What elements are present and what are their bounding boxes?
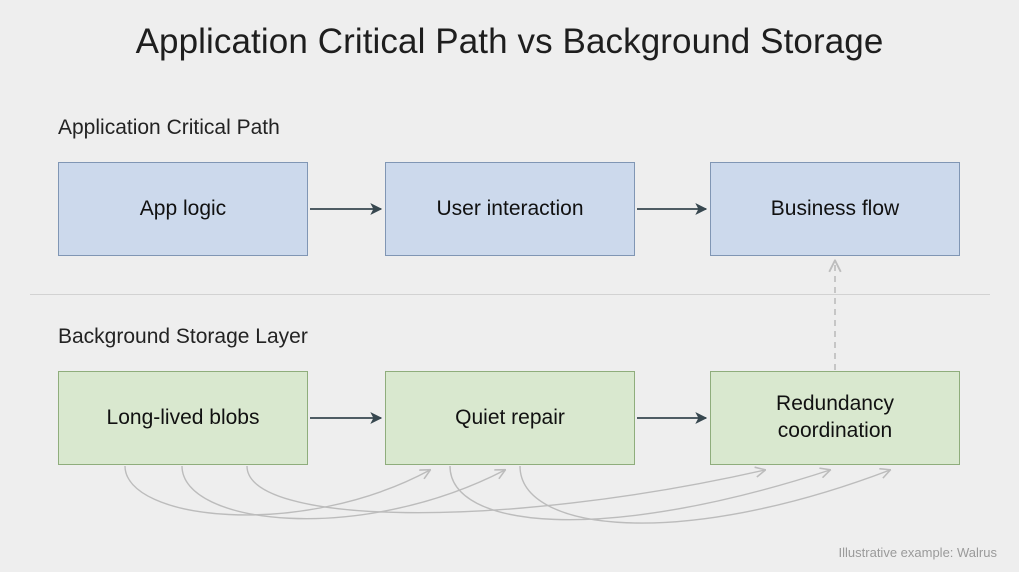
node-redundancy-label-line1: Redundancy [776, 392, 894, 416]
node-redundancy-label-line2: coordination [777, 419, 893, 442]
edge-feedback-3 [246, 465, 765, 514]
node-business-flow[interactable]: Business flow [710, 162, 960, 256]
edge-feedback-5 [519, 465, 890, 524]
node-app-logic[interactable]: App logic [58, 162, 308, 256]
node-quiet-repair-label: Quiet repair [455, 405, 565, 429]
page-title: Application Critical Path vs Background … [135, 22, 884, 61]
edge-feedback-4 [449, 465, 830, 521]
node-user-interaction[interactable]: User interaction [385, 162, 635, 256]
edge-feedback-2 [181, 465, 505, 520]
footnote: Illustrative example: Walrus [838, 545, 997, 560]
node-app-logic-label: App logic [139, 196, 227, 220]
lane-divider [30, 294, 990, 295]
section-label-background-storage: Background Storage Layer [58, 325, 308, 348]
node-long-lived-blobs[interactable]: Long-lived blobs [58, 371, 308, 465]
edge-feedback-1 [124, 465, 430, 516]
node-quiet-repair[interactable]: Quiet repair [385, 371, 635, 465]
node-user-interaction-label: User interaction [436, 196, 584, 220]
section-label-critical-path: Application Critical Path [58, 116, 280, 139]
node-redundancy-coordination[interactable]: Redundancy coordination [710, 371, 960, 465]
node-long-lived-blobs-label: Long-lived blobs [106, 405, 260, 429]
node-business-flow-label: Business flow [770, 196, 900, 220]
